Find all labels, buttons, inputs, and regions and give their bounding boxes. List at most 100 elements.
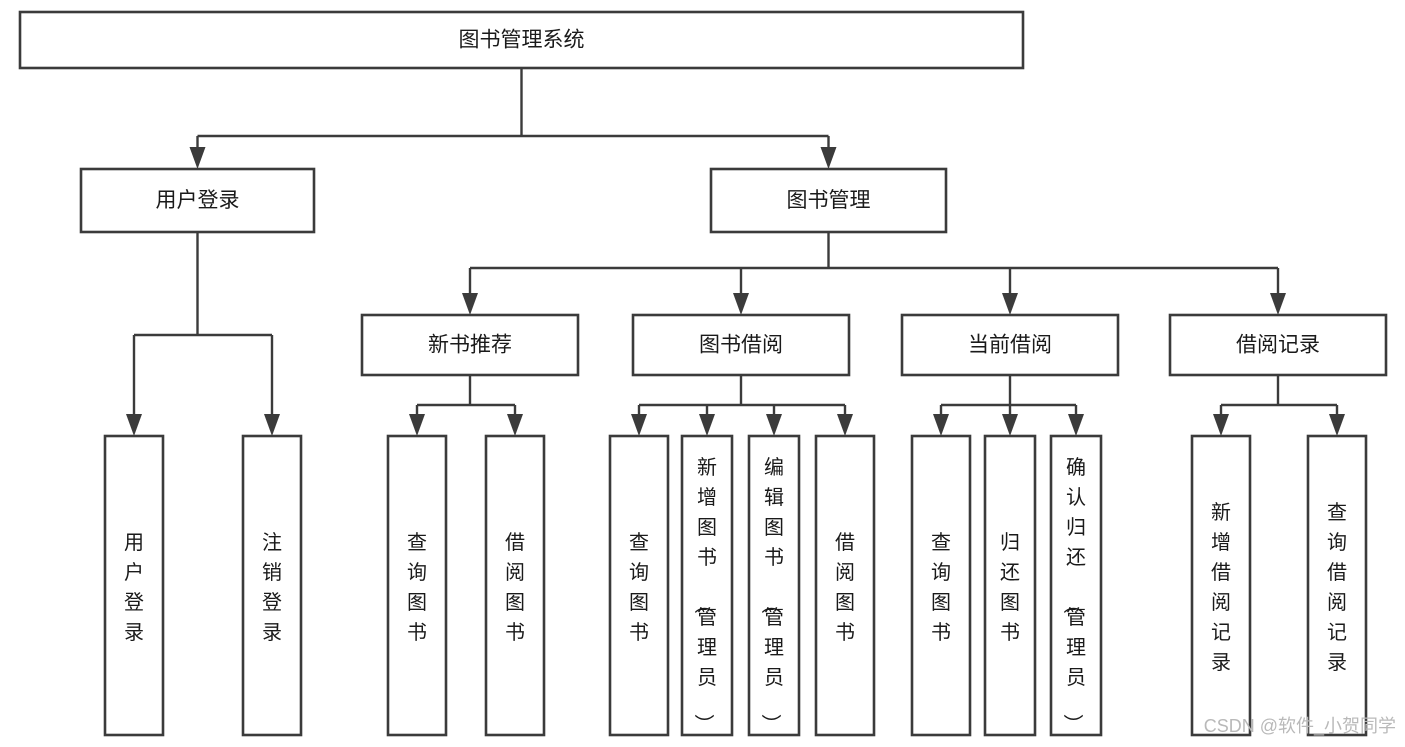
node-label-borrow-add-book: 新增图书（管理员）	[692, 456, 717, 734]
node-label-records-query-record: 查询借阅记录	[1327, 501, 1347, 674]
node-box-recommend-borrow-book	[484, 434, 546, 737]
arrow-current-borrow-to-current-return-book	[1002, 405, 1018, 436]
node-label-recommend-query-book: 查询图书	[407, 531, 427, 644]
arrow-book-borrow-to-borrow-query-book	[631, 405, 647, 436]
node-recommend-borrow-book[interactable]: 借阅图书	[484, 434, 546, 737]
node-box-borrow-borrow-book	[814, 434, 876, 737]
node-box-user-login-login	[103, 434, 165, 737]
arrow-book-borrow-to-borrow-add-book-head	[699, 414, 715, 436]
arrow-current-borrow-to-current-return-book-head	[1002, 414, 1018, 436]
arrow-new-book-recommend-to-recommend-borrow-book-head	[507, 414, 523, 436]
node-box-current-query-book	[910, 434, 972, 737]
arrow-borrow-records-to-records-add-record-head	[1213, 414, 1229, 436]
node-label-current-query-book: 查询图书	[931, 531, 951, 644]
node-box-book-management	[709, 167, 948, 234]
node-book-management[interactable]: 图书管理	[709, 167, 948, 234]
arrow-borrow-records-to-records-query-record-head	[1329, 414, 1345, 436]
arrow-root-to-book-management-head	[820, 147, 837, 169]
node-user-login[interactable]: 用户登录	[79, 167, 316, 234]
arrow-new-book-recommend-to-recommend-query-book-head	[409, 414, 425, 436]
arrow-bm-to-book-borrow	[733, 268, 749, 315]
arrow-user-login-to-user-login-login-head	[126, 414, 142, 436]
node-label-current-confirm-return: 确认归还（管理员）	[1061, 456, 1086, 734]
node-box-user-login	[79, 167, 316, 234]
connector-layer	[126, 68, 1345, 436]
arrow-user-login-to-user-login-login	[126, 335, 142, 436]
node-label-book-borrow: 图书借阅	[699, 334, 783, 357]
node-label-user-login-login: 用户登录	[124, 532, 144, 644]
node-current-return-book[interactable]: 归还图书	[983, 434, 1037, 737]
arrow-new-book-recommend-to-recommend-query-book	[409, 405, 425, 436]
arrow-borrow-records-to-records-add-record	[1213, 405, 1229, 436]
node-box-borrow-query-book	[608, 434, 670, 737]
node-layer: 图书管理系统用户登录用户登录注销登录图书管理新书推荐查询图书借阅图书图书借阅查询…	[18, 10, 1388, 737]
node-label-new-book-recommend: 新书推荐	[428, 334, 512, 357]
arrow-book-borrow-to-borrow-edit-book-head	[766, 414, 782, 436]
arrow-borrow-records-to-records-query-record	[1329, 405, 1345, 436]
arrow-bm-to-current-borrow-head	[1002, 293, 1018, 315]
node-label-current-borrow: 当前借阅	[968, 334, 1052, 357]
node-label-borrow-borrow-book: 借阅图书	[835, 531, 855, 644]
arrow-user-login-to-user-login-logout-head	[264, 414, 280, 436]
node-records-query-record[interactable]: 查询借阅记录	[1306, 434, 1368, 737]
watermark: CSDN @软件_小贺同学	[1204, 716, 1396, 737]
arrow-bm-to-borrow-records-head	[1270, 293, 1286, 315]
node-box-borrow-add-book	[680, 434, 734, 737]
node-label-user-login-logout: 注销登录	[262, 531, 282, 644]
arrow-current-borrow-to-current-query-book	[933, 405, 949, 436]
arrow-bm-to-new-book-recommend-head	[462, 293, 478, 315]
arrow-book-borrow-to-borrow-borrow-book	[837, 405, 853, 436]
node-box-records-add-record	[1190, 434, 1252, 737]
arrow-current-borrow-to-current-confirm-return	[1068, 405, 1084, 436]
arrow-user-login-to-user-login-logout	[264, 335, 280, 436]
arrow-book-borrow-to-borrow-edit-book	[766, 405, 782, 436]
node-label-recommend-borrow-book: 借阅图书	[505, 531, 525, 644]
arrow-bm-to-current-borrow	[1002, 268, 1018, 315]
arrow-book-borrow-to-borrow-add-book	[699, 405, 715, 436]
node-box-borrow-records	[1168, 313, 1388, 377]
arrow-book-borrow-to-borrow-query-book-head	[631, 414, 647, 436]
node-box-borrow-edit-book	[747, 434, 801, 737]
node-current-query-book[interactable]: 查询图书	[910, 434, 972, 737]
node-box-recommend-query-book	[386, 434, 448, 737]
node-current-confirm-return[interactable]: 确认归还（管理员）	[1049, 434, 1103, 737]
node-label-borrow-edit-book: 编辑图书（管理员）	[759, 456, 784, 734]
arrow-current-borrow-to-current-query-book-head	[933, 414, 949, 436]
node-user-login-logout[interactable]: 注销登录	[241, 434, 303, 737]
node-box-book-borrow	[631, 313, 851, 377]
arrow-new-book-recommend-to-recommend-borrow-book	[507, 405, 523, 436]
node-book-borrow[interactable]: 图书借阅	[631, 313, 851, 377]
node-label-records-add-record: 新增借阅记录	[1211, 501, 1231, 674]
node-records-add-record[interactable]: 新增借阅记录	[1190, 434, 1252, 737]
node-label-borrow-query-book: 查询图书	[629, 531, 649, 644]
node-label-current-return-book: 归还图书	[1000, 531, 1020, 644]
node-user-login-login[interactable]: 用户登录	[103, 434, 165, 737]
node-borrow-records[interactable]: 借阅记录	[1168, 313, 1388, 377]
arrow-current-borrow-to-current-confirm-return-head	[1068, 414, 1084, 436]
node-root[interactable]: 图书管理系统	[18, 10, 1025, 70]
node-label-user-login: 用户登录	[156, 189, 240, 212]
node-box-current-return-book	[983, 434, 1037, 737]
node-recommend-query-book[interactable]: 查询图书	[386, 434, 448, 737]
arrow-bm-to-borrow-records	[1270, 268, 1286, 315]
node-borrow-borrow-book[interactable]: 借阅图书	[814, 434, 876, 737]
node-borrow-edit-book[interactable]: 编辑图书（管理员）	[747, 434, 801, 737]
node-label-book-management: 图书管理	[787, 189, 871, 212]
node-new-book-recommend[interactable]: 新书推荐	[360, 313, 580, 377]
node-box-current-confirm-return	[1049, 434, 1103, 737]
node-box-current-borrow	[900, 313, 1120, 377]
arrow-root-to-book-management	[820, 136, 837, 169]
node-box-user-login-logout	[241, 434, 303, 737]
arrow-root-to-user-login	[189, 136, 206, 169]
arrow-root-to-user-login-head	[189, 147, 206, 169]
node-borrow-query-book[interactable]: 查询图书	[608, 434, 670, 737]
node-label-borrow-records: 借阅记录	[1236, 334, 1320, 357]
arrow-bm-to-new-book-recommend	[462, 268, 478, 315]
node-borrow-add-book[interactable]: 新增图书（管理员）	[680, 434, 734, 737]
node-current-borrow[interactable]: 当前借阅	[900, 313, 1120, 377]
node-box-new-book-recommend	[360, 313, 580, 377]
arrow-book-borrow-to-borrow-borrow-book-head	[837, 414, 853, 436]
arrow-bm-to-book-borrow-head	[733, 293, 749, 315]
